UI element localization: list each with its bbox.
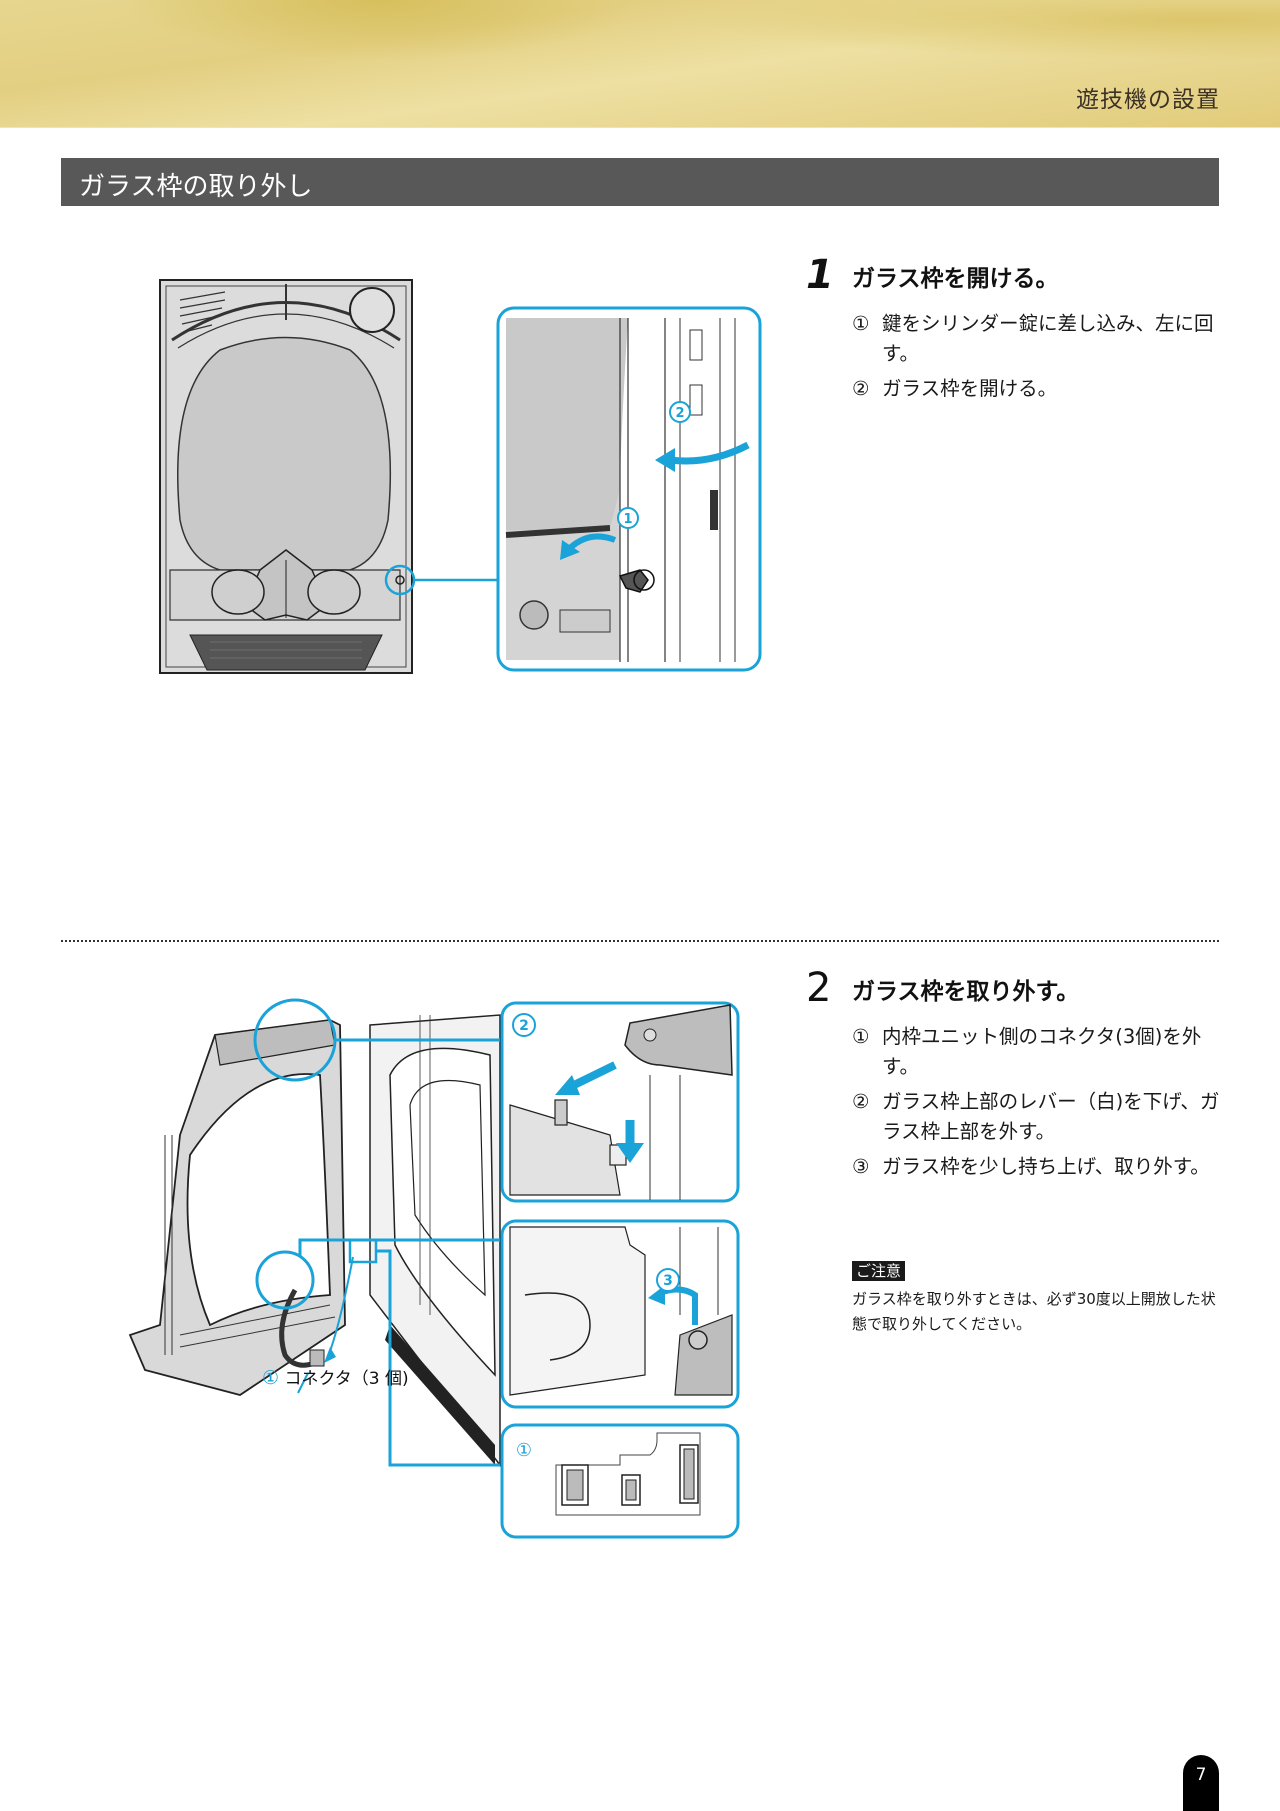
detail-marker-1: 1	[623, 512, 632, 527]
step-title: ガラス枠を開ける。	[852, 266, 1059, 292]
connector-detail-panel: ①	[500, 1423, 740, 1539]
caution-text: ガラス枠を取り外すときは、必ず30度以上開放した状態で取り外してください。	[852, 1290, 1216, 1333]
lever-detail-panel: 2	[500, 1001, 740, 1203]
section-divider	[61, 940, 1219, 942]
section-title: ガラス枠の取り外し	[79, 172, 313, 202]
step1-figure: 2 1	[159, 279, 762, 674]
slide-left-arrow-icon	[568, 1061, 617, 1091]
step2-figure: 2 3 ①	[128, 998, 740, 1539]
caution-badge: ご注意	[852, 1261, 906, 1281]
header-banner: 遊技機の設置	[0, 0, 1280, 128]
rotate-arrow-icon	[567, 533, 617, 551]
detail-marker-2: 2	[519, 1018, 529, 1034]
page-number: 7	[1195, 1765, 1207, 1785]
section-heading-bar: ガラス枠の取り外し	[61, 158, 1219, 206]
machine-open-illustration	[128, 998, 501, 1468]
caution-note: ご注意 ガラス枠を取り外すときは、必ず30度以上開放した状態で取り外してください…	[852, 1261, 1222, 1337]
machine-front-illustration	[159, 279, 500, 674]
step-title: ガラス枠を取り外す。	[852, 979, 1080, 1005]
lock-detail-panel: 2 1	[496, 306, 762, 672]
lift-detail-panel: 3	[500, 1219, 740, 1409]
step-number: 1	[806, 252, 834, 298]
page-number-tab: 7	[1183, 1755, 1219, 1811]
connector-callout-label: ① コネクタ（3 個)	[262, 1367, 409, 1389]
detail-marker-1: ①	[516, 1440, 532, 1461]
detail-marker-3: 3	[663, 1273, 673, 1289]
chapter-title: 遊技機の設置	[1076, 87, 1220, 113]
detail-marker-2: 2	[675, 406, 684, 421]
hinge-highlight-circle	[255, 1250, 315, 1310]
step-number: 2	[806, 965, 832, 1011]
open-arrow-icon	[669, 441, 750, 465]
